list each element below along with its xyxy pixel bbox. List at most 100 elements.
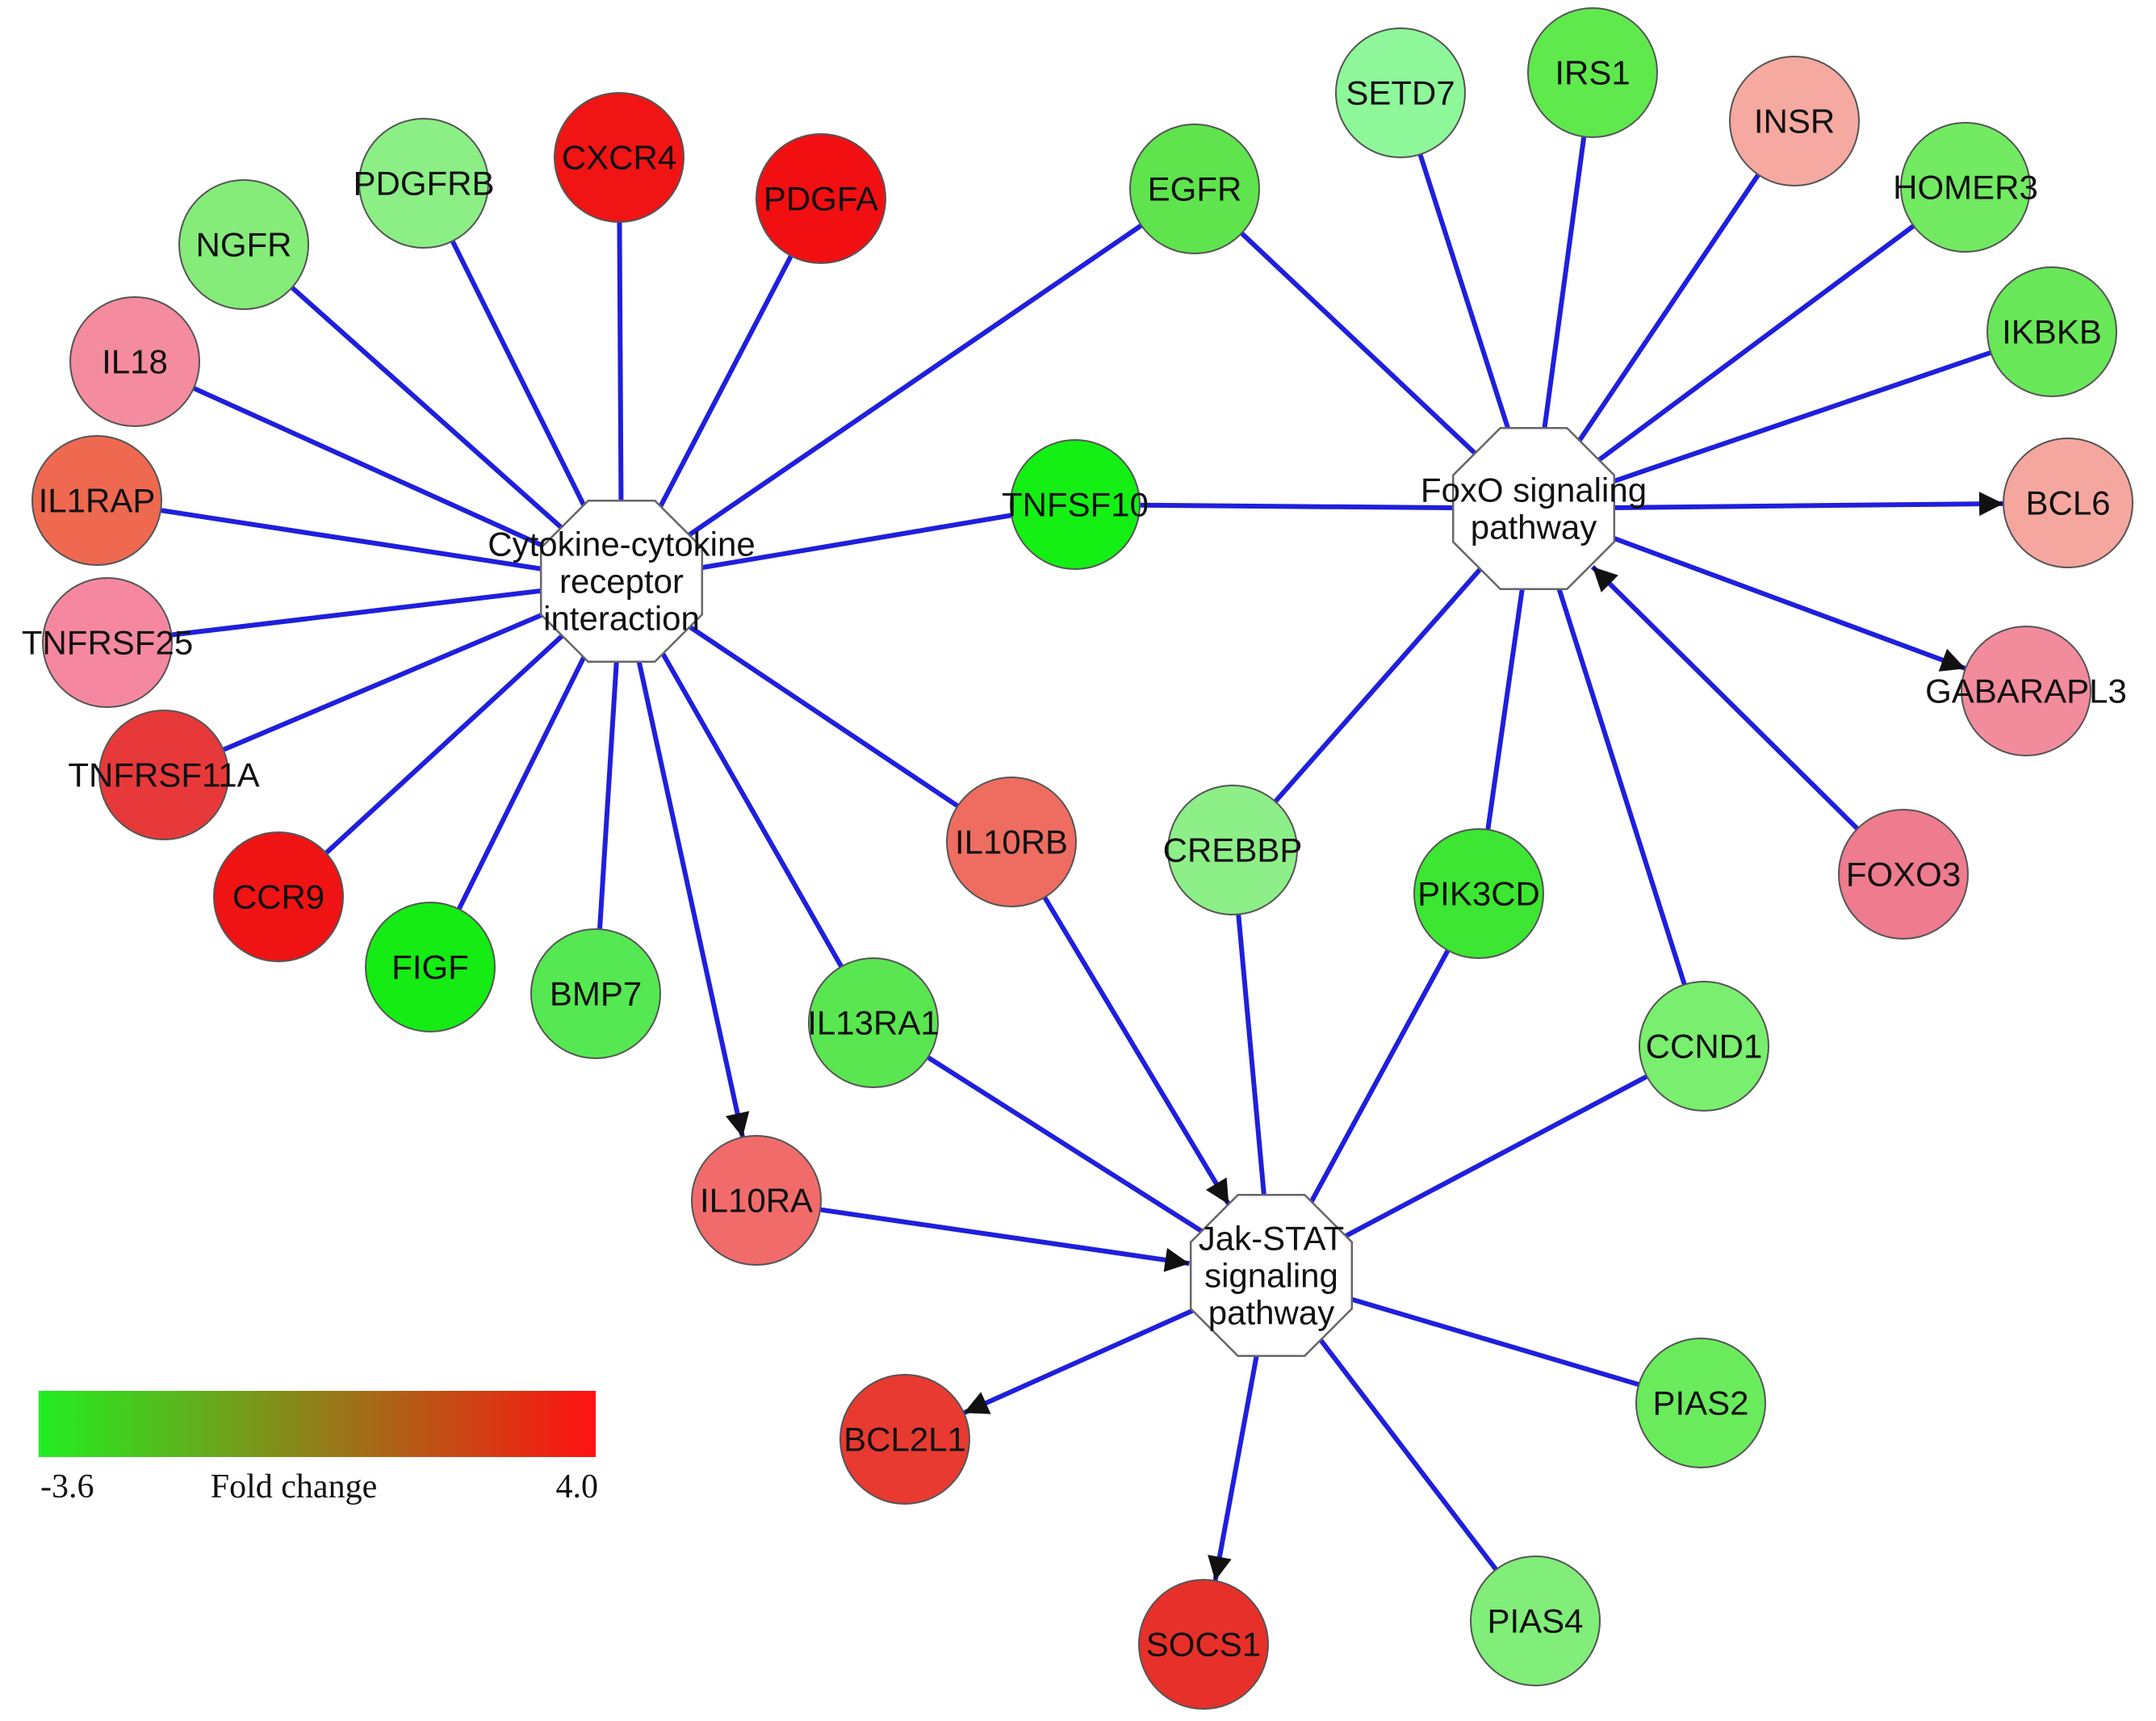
pathway-hub-label-line: pathway (1471, 509, 1597, 546)
gene-node-ngfr[interactable]: NGFR (178, 179, 309, 310)
gene-label: PDGFA (764, 180, 878, 218)
gene-node-pik3cd[interactable]: PIK3CD (1413, 828, 1544, 959)
gene-label: IL18 (102, 343, 168, 381)
gene-label: BCL2L1 (844, 1421, 966, 1459)
edge-il10rb-jak (1009, 840, 1231, 1206)
gene-node-bmp7[interactable]: BMP7 (530, 928, 661, 1059)
edge-foxo-homer3 (1532, 185, 1967, 511)
gene-node-homer3[interactable]: HOMER3 (1893, 122, 2038, 253)
edge-foxo-ikbkb (1533, 329, 2053, 511)
pathway-hub-label-line: interaction (543, 600, 700, 638)
pathway-hub-label-line: receptor (559, 563, 684, 601)
gene-node-pias2[interactable]: PIAS2 (1635, 1338, 1766, 1468)
edge-foxo3-foxo (1590, 565, 1906, 877)
gene-node-circle (365, 902, 496, 1032)
gene-node-circle (69, 296, 200, 427)
gene-label: TNFRSF11A (68, 756, 259, 794)
gene-label: IL13RA1 (807, 1004, 939, 1042)
gene-label: INSR (1754, 103, 1835, 140)
gene-label: HOMER3 (1893, 169, 2038, 207)
gene-node-circle (808, 957, 939, 1088)
gene-node-il10ra[interactable]: IL10RA (691, 1135, 822, 1266)
gene-node-tnfsf10[interactable]: TNFSF10 (1002, 439, 1149, 570)
gene-node-circle (1129, 124, 1260, 254)
pathway-hub-label-line: FoxO signaling (1421, 471, 1647, 509)
gene-node-circle (98, 710, 229, 840)
gene-label: TNFRSF25 (22, 624, 193, 662)
gene-label: PIAS2 (1652, 1384, 1748, 1422)
gene-node-circle (530, 928, 661, 1059)
gene-node-pdgfa[interactable]: PDGFA (756, 133, 886, 264)
gene-label: FOXO3 (1846, 856, 1961, 894)
gene-node-tnfrsf25[interactable]: TNFRSF25 (22, 577, 193, 708)
gene-node-il18[interactable]: IL18 (69, 296, 200, 427)
gene-node-circle (691, 1135, 822, 1266)
gene-label: CXCR4 (562, 139, 676, 177)
gene-node-circle (1527, 7, 1658, 138)
gene-node-circle (1470, 1556, 1601, 1686)
gene-node-insr[interactable]: INSR (1729, 56, 1860, 186)
gene-node-foxo3[interactable]: FOXO3 (1838, 809, 1969, 940)
gene-label: GABARAPL3 (1925, 672, 2127, 710)
gene-node-circle (42, 577, 173, 708)
gene-node-circle (1413, 828, 1544, 959)
gene-label: SETD7 (1346, 74, 1455, 112)
edge-cyto-il18 (133, 359, 623, 584)
gene-node-circle (178, 179, 309, 310)
gene-node-ikbkb[interactable]: IKBKB (1986, 266, 2117, 397)
gene-node-circle (756, 133, 886, 264)
gene-label: CCND1 (1646, 1028, 1763, 1066)
gene-label: IKBKB (2002, 313, 2102, 351)
gene-node-circle (1138, 1579, 1269, 1710)
gene-node-circle (31, 435, 162, 566)
gene-node-tnfrsf11a[interactable]: TNFRSF11A (68, 710, 260, 840)
gene-label: PIAS4 (1487, 1602, 1583, 1640)
gene-label: IL10RB (955, 823, 1068, 861)
gene-node-il1rap[interactable]: IL1RAP (31, 435, 162, 566)
legend-color-bar (39, 1391, 596, 1457)
gene-node-irs1[interactable]: IRS1 (1527, 7, 1658, 138)
edge-cyto-il13ra1 (619, 580, 876, 1024)
gene-node-pdgfrb[interactable]: PDGFRB (353, 118, 495, 249)
gene-node-il10rb[interactable]: IL10RB (946, 777, 1077, 907)
gene-node-crebbp[interactable]: CREBBP (1163, 785, 1303, 915)
gene-node-figf[interactable]: FIGF (365, 902, 496, 1032)
gene-label: BCL6 (2025, 484, 2110, 522)
gene-label: CREBBP (1163, 831, 1303, 869)
gene-node-bcl2l1[interactable]: BCL2L1 (839, 1374, 970, 1505)
gene-node-circle (946, 777, 1077, 907)
gene-node-circle (2003, 438, 2133, 568)
pathway-hub-label-line: pathway (1208, 1294, 1334, 1332)
gene-node-circle (1167, 785, 1298, 915)
gene-node-egfr[interactable]: EGFR (1129, 124, 1260, 254)
gene-label: EGFR (1148, 170, 1242, 208)
gene-label: CCR9 (232, 878, 324, 916)
gene-node-circle (1986, 266, 2117, 397)
gene-node-gabarapl3[interactable]: GABARAPL3 (1925, 626, 2127, 756)
gene-node-socs1[interactable]: SOCS1 (1138, 1579, 1269, 1710)
gene-label: BMP7 (550, 975, 642, 1013)
edge-cyto-ngfr (242, 242, 623, 584)
edge-cyto-egfr (620, 186, 1196, 584)
edge-cyto-il10ra (619, 580, 750, 1138)
gene-node-ccnd1[interactable]: CCND1 (1639, 981, 1769, 1112)
legend-max-label: 4.0 (556, 1468, 599, 1505)
gene-node-circle (1900, 122, 2031, 253)
gene-node-il13ra1[interactable]: IL13RA1 (807, 957, 940, 1088)
edge-cyto-tnfrsf25 (107, 579, 622, 645)
gene-node-bcl6[interactable]: BCL6 (2003, 438, 2133, 568)
gene-node-pias4[interactable]: PIAS4 (1470, 1556, 1601, 1686)
gene-node-setd7[interactable]: SETD7 (1335, 27, 1466, 158)
gene-node-cxcr4[interactable]: CXCR4 (554, 92, 684, 223)
gene-node-ccr9[interactable]: CCR9 (213, 831, 344, 962)
gene-node-circle (1729, 56, 1860, 186)
pathway-hub-octagon (1189, 1193, 1354, 1358)
gene-label: PIK3CD (1417, 875, 1540, 913)
gene-label: IL10RA (700, 1182, 813, 1220)
